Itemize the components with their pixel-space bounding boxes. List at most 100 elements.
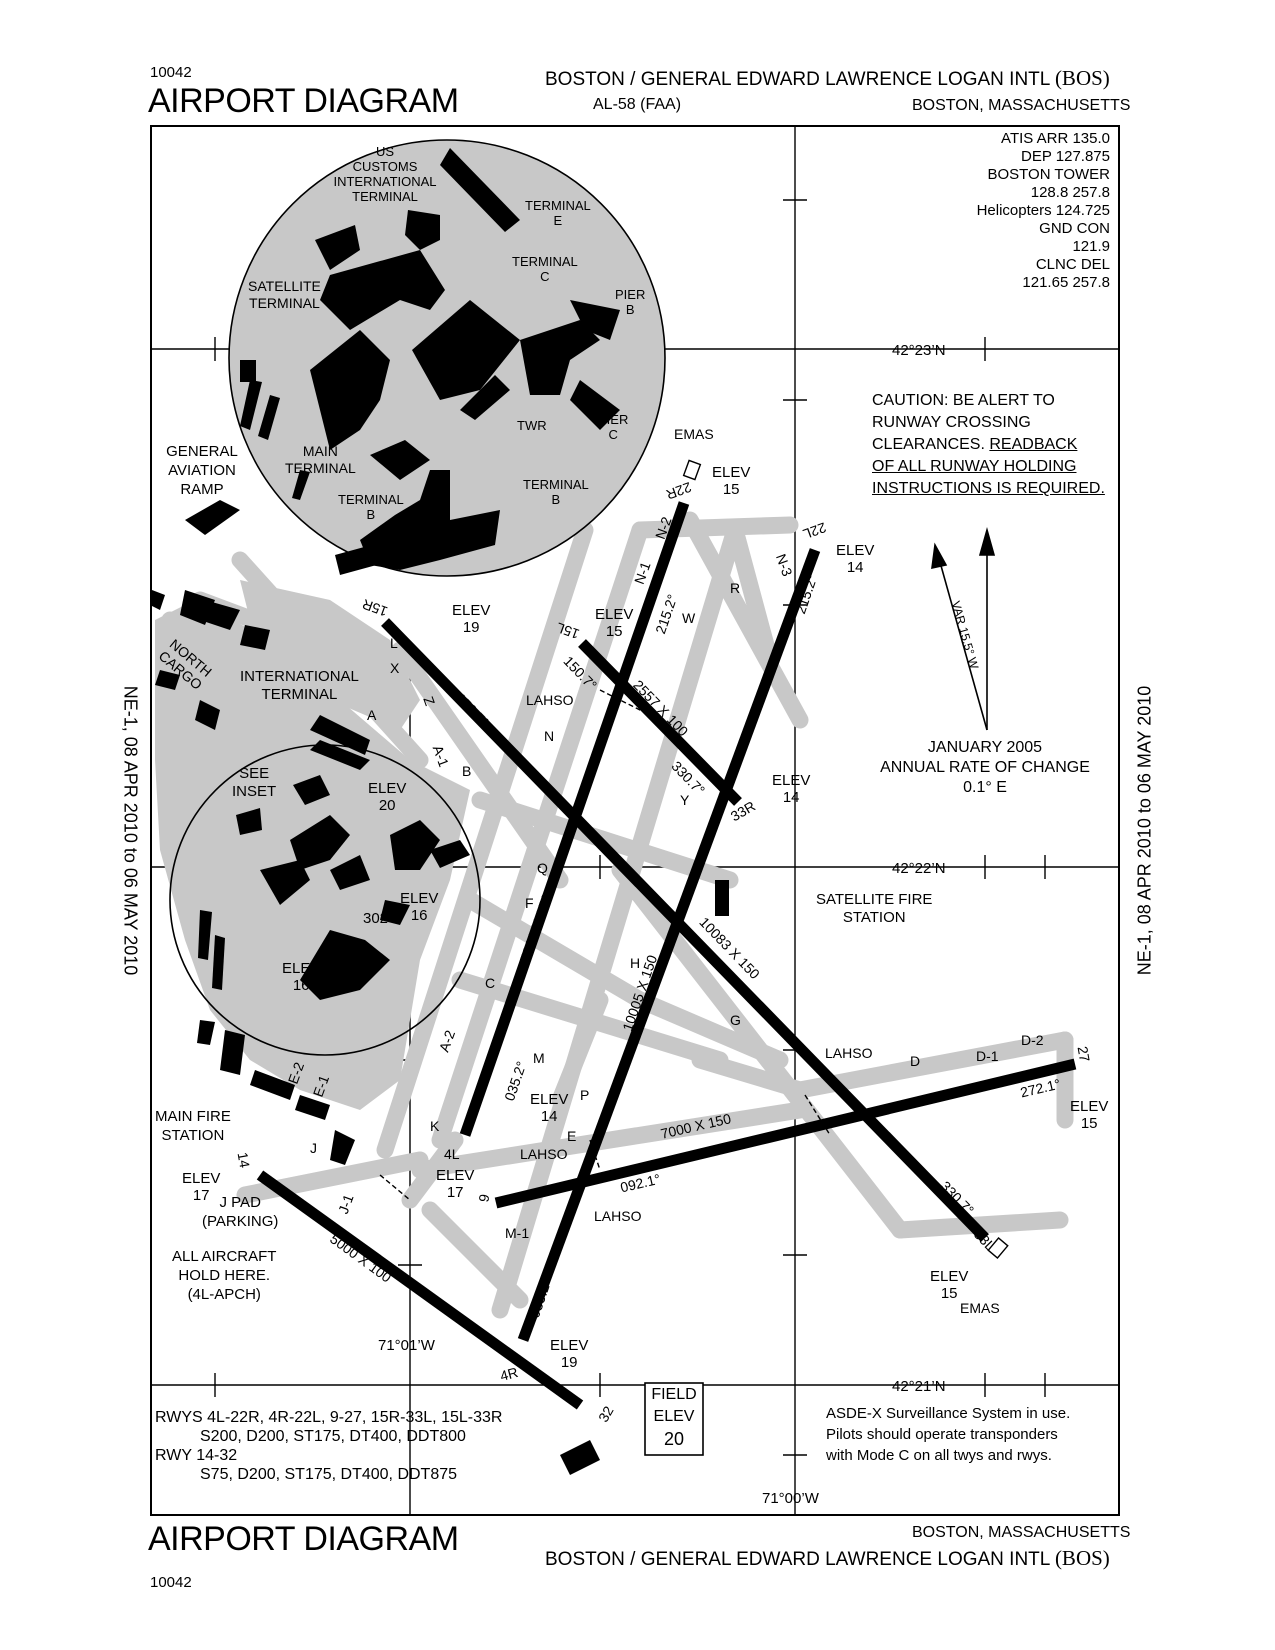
freq-line: 128.8 257.8 — [1030, 184, 1110, 201]
label-text: MAIN — [302, 443, 338, 459]
elev-text: ELEV — [1070, 1098, 1109, 1115]
elev-4l: ELEV 14 — [530, 1091, 568, 1125]
label-main-fire: MAIN FIRE STATION — [155, 1107, 231, 1145]
twy-label: G — [730, 1012, 741, 1028]
freq-line: 121.9 — [1072, 238, 1110, 255]
elev-4r: ELEV 19 — [550, 1337, 588, 1371]
elev-22l: ELEV 14 — [836, 542, 874, 576]
variation-note: JANUARY 2005 ANNUAL RATE OF CHANGE 0.1° … — [870, 738, 1100, 798]
twy-label: L — [390, 635, 398, 651]
field-elev-text: ELEV — [653, 1408, 695, 1425]
label-text: AVIATION — [168, 462, 236, 479]
elev-value: 16 — [292, 977, 310, 994]
label-text: B — [551, 492, 561, 507]
tower-302: 302 — [363, 910, 389, 927]
caution-line: CLEARANCES. — [872, 436, 985, 453]
twy-label: H — [630, 955, 641, 971]
lat-bottom: 42°21’N — [892, 1378, 946, 1395]
airport-name-bottom: BOSTON / GENERAL EDWARD LAWRENCE LOGAN I… — [545, 1546, 1110, 1571]
label-text: TERMINAL — [249, 295, 320, 311]
freq-line: GND CON — [1039, 220, 1110, 237]
lat-top: 42°23’N — [892, 342, 946, 359]
location-bottom: BOSTON, MASSACHUSETTS — [912, 1524, 1131, 1541]
field-elev-value: 20 — [663, 1429, 685, 1449]
frequencies: ATIS ARR 135.0 DEP 127.875 BOSTON TOWER … — [900, 130, 1110, 292]
caution-line: CAUTION: BE ALERT TO — [872, 392, 1055, 409]
elev-14: ELEV 17 — [182, 1170, 220, 1204]
field-elev: FIELD ELEV 20 — [645, 1384, 703, 1450]
elev-text: ELEV — [368, 780, 407, 797]
twy-label: F — [525, 895, 534, 911]
lon-right: 71°00’W — [762, 1490, 820, 1507]
label-text: US — [375, 144, 395, 159]
label-text: ALL AIRCRAFT — [172, 1248, 277, 1265]
inset-label-main-terminal: MAIN TERMINAL — [285, 443, 356, 477]
inset-label-terminal-b-right: TERMINAL B — [523, 477, 589, 507]
twy-label: C — [485, 975, 496, 991]
elev-value: 15 — [722, 481, 740, 498]
label-text: (4L-APCH) — [187, 1286, 261, 1303]
label-text: B — [366, 507, 376, 522]
elev-9: ELEV 17 — [436, 1167, 474, 1201]
elev-27: ELEV 15 — [1070, 1098, 1108, 1132]
elev-value: 16 — [410, 907, 428, 924]
caution-note: CAUTION: BE ALERT TO RUNWAY CROSSING CLE… — [872, 390, 1105, 500]
label-general-aviation: GENERAL AVIATION RAMP — [152, 442, 252, 499]
elev-text: ELEV — [452, 602, 491, 619]
twy-label: Y — [680, 792, 690, 808]
twy-label: D — [910, 1053, 921, 1069]
see-inset-buildings — [151, 500, 729, 1475]
inset-label-terminal-b-left: TERMINAL B — [338, 492, 404, 522]
airport-code: (BOS) — [1054, 66, 1110, 90]
twy-label: M — [533, 1050, 545, 1066]
elev-value: 20 — [378, 797, 396, 814]
map-text: 42°23’N 42°22’N 42°21’N 71°01’W 71°00’W — [378, 342, 946, 1507]
elev-value: 19 — [462, 619, 480, 636]
emas-label-33l: EMAS — [960, 1300, 1000, 1316]
runway-4r-22l — [517, 548, 821, 1342]
elev-text: ELEV — [772, 772, 811, 789]
end-4l: 4L — [444, 1146, 460, 1162]
elev-text: ELEV — [182, 1170, 221, 1187]
label-text: SATELLITE — [248, 278, 321, 294]
asde-line: with Mode C on all twys and rwys. — [826, 1447, 1052, 1464]
label-text: SEE — [239, 765, 270, 782]
inset-label-satellite: SATELLITE TERMINAL — [248, 278, 321, 312]
lahso-label-3: LAHSO — [520, 1146, 568, 1162]
label-satellite-fire: SATELLITE FIRE STATION — [816, 891, 932, 927]
label-text: PIER — [598, 412, 629, 427]
chart-number-top: 10042 — [150, 64, 192, 81]
elev-inset-c: ELEV 16 — [282, 960, 320, 994]
label-text: C — [540, 269, 550, 284]
elev-22r: ELEV 15 — [712, 464, 750, 498]
runway-15l-33r — [578, 639, 742, 806]
twy-label: R — [730, 580, 741, 596]
freq-line: DEP 127.875 — [1021, 148, 1110, 165]
elev-text: ELEV — [530, 1091, 569, 1108]
elev-inset-b: ELEV 16 — [400, 890, 438, 924]
strength-line: S200, D200, ST175, DT400, DDT800 — [200, 1428, 466, 1445]
label-text: PIER — [615, 287, 646, 302]
elev-15r: ELEV 19 — [452, 602, 490, 636]
label-text: INTERNATIONAL — [333, 174, 437, 189]
strength-line: RWYS 4L-22R, 4R-22L, 9-27, 15R-33L, 15L-… — [155, 1409, 503, 1426]
label-text: TERMINAL — [352, 189, 418, 204]
strength-line: S75, D200, ST175, DT400, DDT875 — [200, 1466, 458, 1483]
inset-label-pier-b: PIER B — [615, 287, 645, 317]
lahso-label-1: LAHSO — [526, 692, 574, 708]
elev-33r: ELEV 14 — [772, 772, 810, 806]
freq-line: BOSTON TOWER — [987, 166, 1110, 183]
twy-label: M-1 — [505, 1225, 530, 1241]
label-text: HOLD HERE. — [178, 1267, 271, 1284]
twy-label: W — [682, 610, 696, 626]
field-elev-box — [644, 1382, 704, 1456]
twy-label: N — [544, 728, 555, 744]
twy-label: Q — [537, 860, 548, 876]
caution-readback: READBACK — [989, 436, 1078, 453]
elev-value: 15 — [940, 1285, 958, 1302]
twy-label: P — [580, 1087, 590, 1103]
label-text: TERMINAL — [525, 198, 591, 213]
runway-strength: RWYS 4L-22R, 4R-22L, 9-27, 15R-33L, 15L-… — [155, 1408, 502, 1484]
label-text: INTERNATIONAL — [240, 668, 359, 685]
label-text: TERMINAL — [512, 254, 578, 269]
